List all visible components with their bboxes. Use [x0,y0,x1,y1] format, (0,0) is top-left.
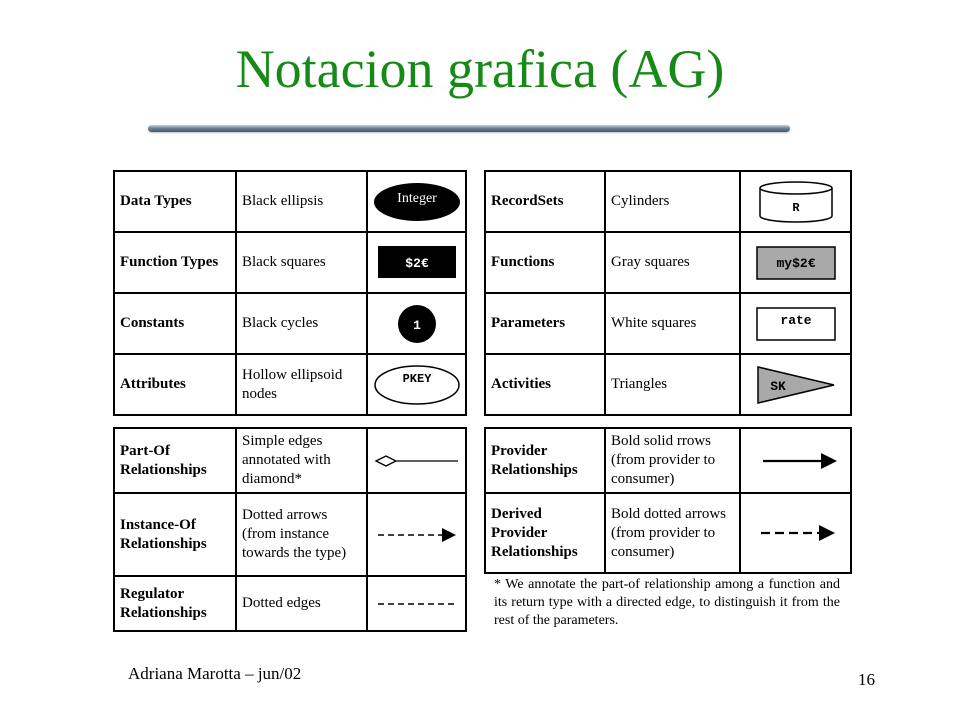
table-row: Instance-Of Relationships Dotted arrows … [113,492,467,577]
parameter-glyph: rate [739,292,852,355]
term-instance-of: Instance-Of Relationships [113,492,237,577]
triangle-icon: SK [756,365,834,404]
node-notation-table-left: Data Types Black ellipsis Integer Functi… [113,170,467,416]
recordset-glyph-label: R [792,201,800,215]
desc-instance-of: Dotted arrows (from instance towards the… [235,492,368,577]
diamond-edge-icon [374,454,458,467]
attribute-glyph: PKEY [366,353,467,416]
attribute-glyph-label: PKEY [402,372,432,386]
part-of-glyph [366,427,467,494]
desc-data-types: Black ellipsis [235,170,368,233]
table-row: Data Types Black ellipsis Integer [113,170,467,233]
desc-part-of: Simple edges annotated with diamond* [235,427,368,494]
constant-glyph: 1 [366,292,467,355]
desc-activities: Triangles [604,353,741,416]
term-constants: Constants [113,292,237,355]
term-derived-provider: Derived Provider Relationships [484,492,606,574]
black-square-icon: $2€ [377,245,456,278]
activity-glyph: SK [739,353,852,416]
table-row: RecordSets Cylinders R [484,170,852,233]
recordset-glyph: R [739,170,852,233]
table-row: Regulator Relationships Dotted edges [113,575,467,632]
term-activities: Activities [484,353,606,416]
table-row: Derived Provider Relationships Bold dott… [484,492,852,574]
term-data-types: Data Types [113,170,237,233]
footer-author: Adriana Marotta – jun/02 [128,664,302,683]
black-circle-icon: 1 [397,304,436,343]
gray-square-icon: my$2€ [755,245,836,280]
term-provider: Provider Relationships [484,427,606,494]
desc-provider: Bold solid rrows (from provider to consu… [604,427,741,494]
table-row: Activities Triangles SK [484,353,852,416]
white-square-icon: rate [755,306,836,341]
table-row: Parameters White squares rate [484,292,852,355]
cylinder-icon: R [758,180,833,223]
black-ellipse-icon: Integer [373,182,460,221]
desc-function-types: Black squares [235,231,368,294]
desc-regulator: Dotted edges [235,575,368,632]
edge-notation-table-left: Part-Of Relationships Simple edges annot… [113,427,467,632]
desc-constants: Black cycles [235,292,368,355]
function-type-glyph: $2€ [366,231,467,294]
term-recordsets: RecordSets [484,170,606,233]
function-glyph-label: my$2€ [776,256,815,271]
table-row: Provider Relationships Bold solid rrows … [484,427,852,494]
instance-of-glyph [366,492,467,577]
constant-glyph-label: 1 [413,318,421,333]
data-type-glyph: Integer [366,170,467,233]
term-function-types: Function Types [113,231,237,294]
data-type-glyph-label: Integer [397,191,437,206]
term-regulator: Regulator Relationships [113,575,237,632]
activity-glyph-label: SK [770,379,786,394]
page-number: 16 [858,670,875,689]
table-row: Part-Of Relationships Simple edges annot… [113,427,467,494]
dotted-edge-icon [377,602,458,605]
dotted-arrow-icon [377,527,456,542]
footnote: * We annotate the part-of relationship a… [494,577,840,628]
term-parameters: Parameters [484,292,606,355]
bold-arrow-icon [762,452,837,469]
table-row: Function Types Black squares $2€ [113,231,467,294]
parameter-glyph-label: rate [780,313,811,328]
desc-functions: Gray squares [604,231,741,294]
desc-derived-provider: Bold dotted arrows (from provider to con… [604,492,741,574]
regulator-glyph [366,575,467,632]
table-row: Constants Black cycles 1 [113,292,467,355]
function-type-glyph-label: $2€ [405,256,429,271]
term-functions: Functions [484,231,606,294]
edge-notation-table-right: Provider Relationships Bold solid rrows … [484,427,852,574]
bold-dotted-arrow-icon [760,525,835,541]
desc-attributes: Hollow ellipsoid nodes [235,353,368,416]
desc-parameters: White squares [604,292,741,355]
provider-glyph [739,427,852,494]
node-notation-table-right: RecordSets Cylinders R Functions Gray sq… [484,170,852,416]
function-glyph: my$2€ [739,231,852,294]
slide-title: Notacion grafica (AG) [235,39,725,99]
title-underline [148,125,790,132]
table-row: Functions Gray squares my$2€ [484,231,852,294]
hollow-ellipse-icon: PKEY [373,364,460,405]
desc-recordsets: Cylinders [604,170,741,233]
derived-provider-glyph [739,492,852,574]
table-row: Attributes Hollow ellipsoid nodes PKEY [113,353,467,416]
term-part-of: Part-Of Relationships [113,427,237,494]
term-attributes: Attributes [113,353,237,416]
